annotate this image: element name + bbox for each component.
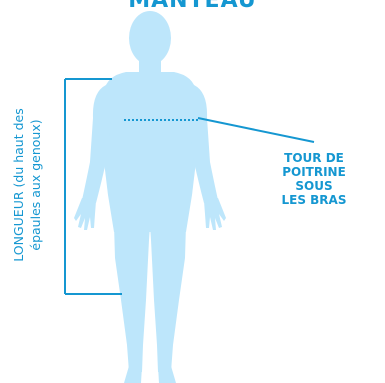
left-hand [74, 198, 96, 230]
left-leg [114, 225, 150, 372]
length-label-line2: épaules aux genoux) [27, 108, 44, 261]
torso [102, 72, 198, 232]
head [129, 11, 171, 65]
chest-label-line3: LES BRAS [262, 193, 366, 207]
length-label-line1: LONGUEUR (du haut des [10, 108, 27, 261]
right-leg [150, 225, 186, 372]
left-foot [124, 366, 142, 383]
chest-label-line1: TOUR DE [262, 151, 366, 165]
right-foot [158, 366, 176, 383]
length-label: LONGUEUR (du haut des épaules aux genoux… [10, 108, 44, 261]
chest-label: TOUR DE POITRINE SOUS LES BRAS [262, 151, 366, 207]
body-silhouette [74, 11, 226, 383]
chest-label-line2: POITRINE SOUS [262, 165, 366, 193]
right-hand [204, 198, 226, 230]
chest-pointer-line [198, 118, 314, 142]
